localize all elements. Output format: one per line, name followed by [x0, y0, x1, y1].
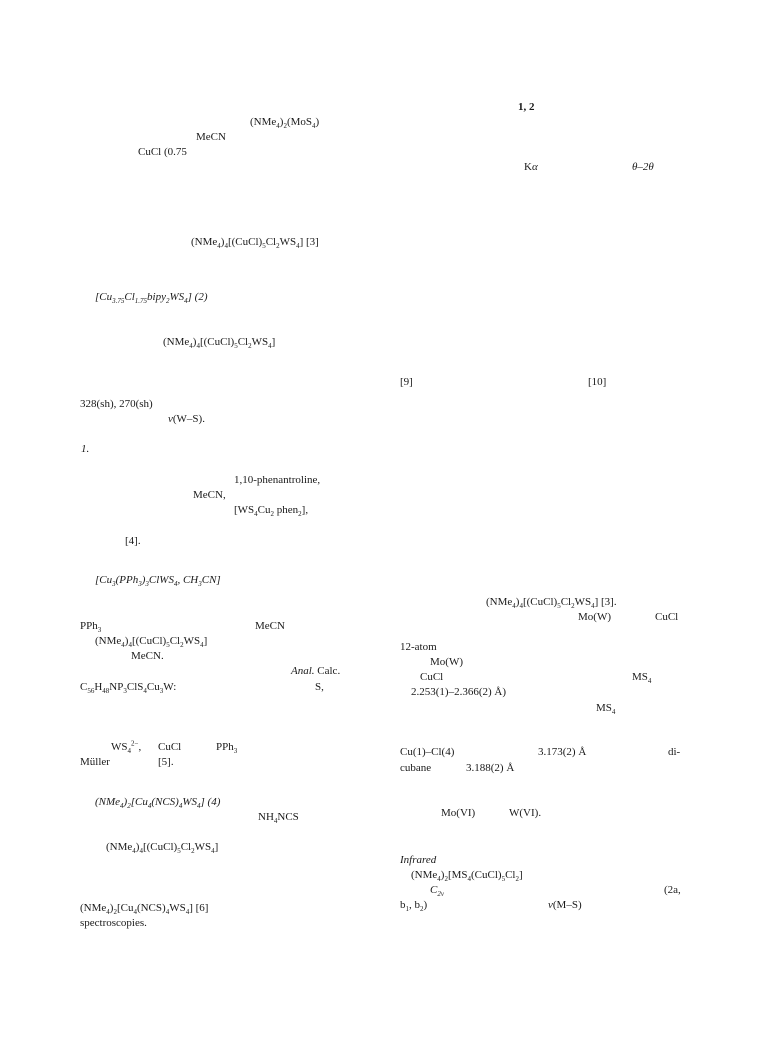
compound-2-heading: [Cu3.75Cl1.75bipy2WS4] (2): [95, 291, 208, 306]
analysis-calc: Anal. Calc.: [291, 665, 341, 677]
formula-tungsten-cluster-ref: (NMe4)4[(CuCl)5Cl2WS4] [3]: [191, 236, 319, 251]
author-muller: Müller: [80, 756, 110, 768]
radiation-kalpha: Kα: [524, 161, 538, 173]
compound-3-heading: [Cu3(PPh3)3ClWS4, CH3CN]: [95, 574, 221, 589]
formula-tungsten-cluster-r: (NMe4)4[(CuCl)5Cl2WS4] [3].: [486, 596, 617, 611]
bond-length-range: 2.253(1)–2.366(2) Å): [411, 686, 507, 698]
reagent-cucl-r2: CuCl: [420, 671, 444, 683]
solvent-mecn-3: MeCN: [255, 620, 285, 632]
uv-bands: 328(sh), 270(sh): [80, 398, 153, 410]
formula-nme4-2-mos4: (NMe4)2(MoS4): [250, 116, 320, 131]
element-s: S,: [315, 681, 324, 693]
reagent-pph3: PPh3: [80, 620, 102, 635]
compound-4-heading: (NMe4)2[Cu4(NCS)4WS4] (4): [95, 796, 221, 811]
cage-12-atom: 12-atom: [400, 641, 437, 653]
reference-4: [4].: [125, 535, 141, 547]
tetrahedron-ms4-2: MS4: [596, 702, 616, 717]
reference-9: [9]: [400, 376, 413, 388]
formula-tungsten-cluster: (NMe4)4[(CuCl)5Cl2WS4]: [163, 336, 276, 351]
metal-mo-w: Mo(W): [578, 611, 611, 623]
formula-tungsten-cluster-3: (NMe4)4[(CuCl)5Cl2WS4]: [106, 841, 219, 856]
formula-ms4-cucl5-cl2: (NMe4)2[MS4(CuCl)5Cl2]: [411, 869, 523, 884]
scan-mode: θ–2θ: [632, 161, 654, 173]
anion-ws4: WS42−,: [111, 739, 142, 756]
compound-1-label: 1.: [81, 443, 90, 455]
oxidation-mo-vi: Mo(VI): [441, 807, 476, 819]
reference-10: [10]: [588, 376, 607, 388]
ligand-phen: 1,10-phenantroline,: [234, 474, 321, 486]
reagent-pph3-2: PPh3: [216, 741, 238, 756]
mode-2a: (2a,: [664, 884, 681, 896]
stretch-m-s: ν(M–S): [548, 899, 582, 911]
spectroscopies-text: spectroscopies.: [80, 917, 147, 929]
ir-assignment: ν(W–S).: [168, 413, 205, 425]
distance-3188: 3.188(2) Å: [466, 762, 515, 774]
reference-5: [5].: [158, 756, 174, 768]
reagent-cucl: CuCl: [158, 741, 182, 753]
word-di: di-: [668, 746, 681, 758]
formula-ws4cu2phen2: [WS4Cu2 phen2],: [234, 504, 309, 519]
reagent-nh4ncs: NH4NCS: [258, 811, 299, 826]
solvent-mecn: MeCN: [196, 131, 226, 143]
symmetry-c2v: C2v: [430, 884, 444, 899]
oxidation-w-vi: W(VI).: [509, 807, 542, 819]
compounds-1-2: 1, 2: [518, 101, 535, 113]
section-infrared: Infrared: [400, 854, 437, 866]
modes-b1-b2: b1, b2): [400, 899, 428, 914]
word-cubane: cubane: [400, 762, 432, 774]
solvent-mecn-4: MeCN.: [131, 650, 164, 662]
tetrahedron-ms4: MS4: [632, 671, 652, 686]
cucl-amount: CuCl (0.75: [138, 146, 187, 158]
distance-3173: 3.173(2) Å: [538, 746, 587, 758]
solvent-mecn-2: MeCN,: [193, 489, 226, 501]
formula-compound-4-ref: (NMe4)2[Cu4(NCS)4WS4] [6]: [80, 902, 209, 917]
reagent-cucl-r: CuCl: [655, 611, 679, 623]
metal-mo-w-2: Mo(W): [430, 656, 463, 668]
formula-compound-3: C56H48NP3ClS4Cu3W:: [80, 681, 177, 696]
formula-tungsten-cluster-2: (NMe4)4[(CuCl)5Cl2WS4]: [95, 635, 208, 650]
bond-cu1-cl4: Cu(1)–Cl(4): [400, 746, 455, 758]
